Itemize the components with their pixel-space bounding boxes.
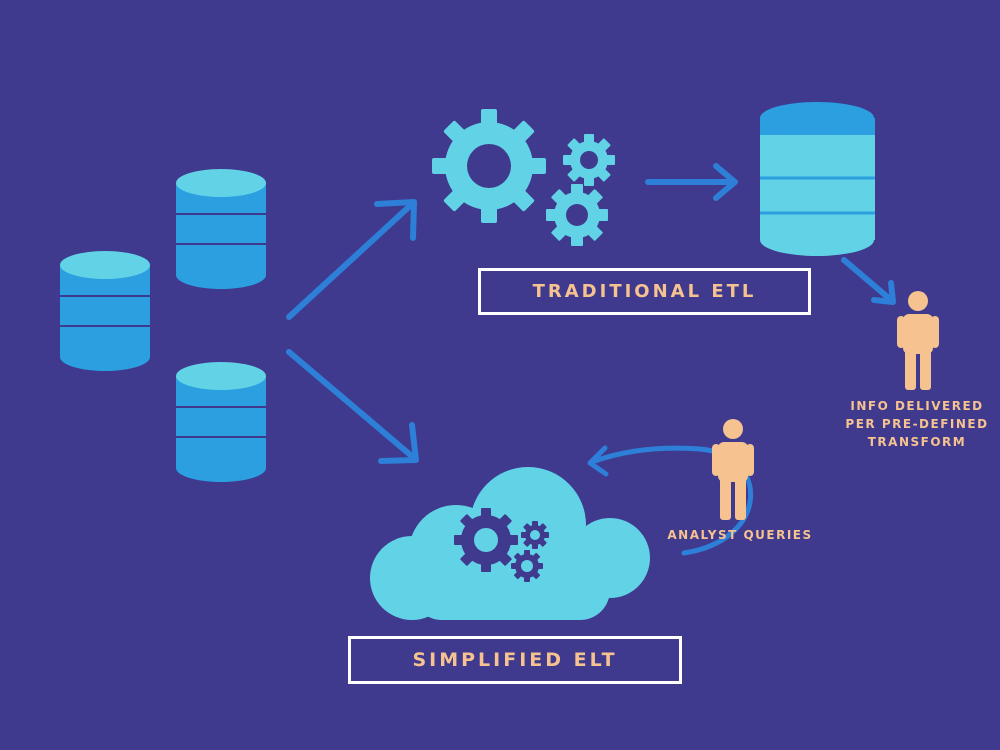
cloud-gear-small-top-icon <box>521 521 549 549</box>
source-database-top-icon <box>176 169 266 289</box>
info-caption-line-2: PER PRE-DEFINED <box>845 417 989 431</box>
arrow-to-warehouse-icon <box>645 163 738 201</box>
info-person-icon <box>897 291 939 390</box>
large-gear-icon <box>432 109 546 223</box>
source-database-left-icon <box>60 251 150 371</box>
info-caption-line-3: TRANSFORM <box>867 435 967 449</box>
small-gear-bottom-icon <box>546 184 608 246</box>
arrow-to-elt-icon <box>286 349 419 464</box>
source-database-bottom-icon <box>176 362 266 482</box>
cloud-gear-large-icon <box>454 508 518 572</box>
traditional-etl-label: TRADITIONAL ETL <box>478 268 811 315</box>
small-gear-top-icon <box>563 134 615 186</box>
arrow-to-info-person-icon <box>841 257 896 305</box>
info-caption-line-1: INFO DELIVERED <box>850 399 984 413</box>
analyst-queries-caption: ANALYST QUERIES <box>667 528 813 542</box>
analyst-person-icon <box>712 419 754 520</box>
info-delivered-caption: INFO DELIVERED PER PRE-DEFINED TRANSFORM <box>834 397 1000 451</box>
simplified-elt-label: SIMPLIFIED ELT <box>348 636 682 684</box>
arrow-to-etl-icon <box>286 199 417 320</box>
warehouse-database-icon <box>760 102 875 256</box>
cloud-gear-small-bottom-icon <box>511 550 543 582</box>
